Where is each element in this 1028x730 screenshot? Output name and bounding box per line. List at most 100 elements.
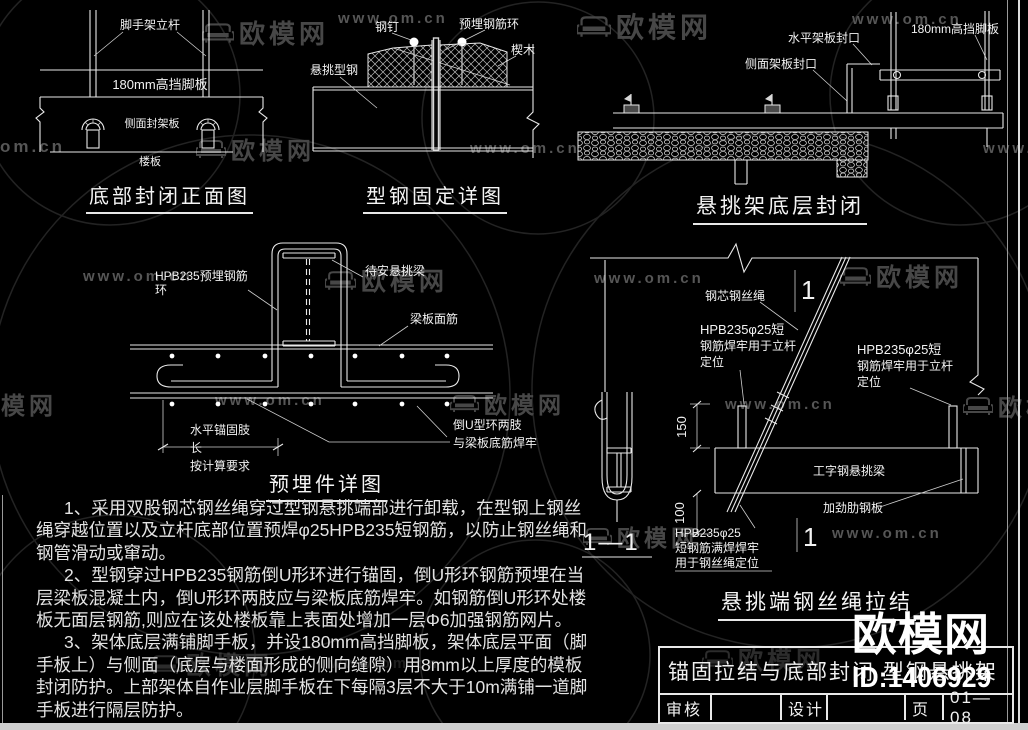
concrete-wedge-right [439,42,508,88]
section-mark: 1 [801,275,815,305]
leader-line [812,69,848,102]
title-block-row: 审核 设计 页 01—08 [660,687,1012,727]
wire-rope-loop [594,392,633,522]
design-value [828,695,906,720]
page-number: 01—08 [950,687,992,727]
wedge-split-line [392,47,511,86]
anchor-length-dimension [157,400,284,456]
bottom-rebar-label3: 用于钢丝绳定位 [675,555,759,570]
embed-loop-label: 预埋钢筋环 [459,16,519,31]
omn-logo-text: 欧模网 [0,393,57,420]
omn-logo-text: 欧模网 [231,138,315,165]
right-rebar-label2: 钢筋焊牢用于立杆 [857,358,953,373]
concrete-wedge-left [367,44,433,88]
sofa-icon [963,396,993,415]
toe-board-label: 180mm高挡脚板 [911,21,999,36]
concrete-slab [577,131,869,161]
right-rebar-label: HPB235φ25短 [857,342,941,357]
omn-logo-text: 欧模网 [484,392,565,418]
embed-loop-label: HPB235预埋钢筋 [155,268,248,283]
leader-line [759,301,799,331]
leader-line [339,76,378,109]
u-loop-weld-label: 倒U型环两肢 [453,417,522,432]
omn-logo-text: 欧模网 [738,647,826,675]
inverted-u-rebar-loop [156,242,460,388]
toe-board-label: 180mm高挡脚板 [112,77,207,92]
leader-line [675,504,772,572]
sofa-icon [702,649,733,669]
dimension-100: 100 [672,489,710,538]
positioning-rebar-left [737,405,747,449]
drawing4-title: 预埋件详图 [266,468,387,502]
right-break-line [969,258,985,396]
dim-100-text: 100 [672,502,687,524]
left-rebar-label2: 钢筋焊牢用于立杆 [700,338,796,353]
anchor-leg-label3: 按计算要求 [190,458,250,473]
omn-logo-text: 欧模网 [876,264,964,292]
bottom-rebar-label: HPB235φ25 [675,526,741,540]
section-mark: 1 [803,522,817,552]
steel-beam-label: 悬挑型钢 [310,63,358,77]
note-paragraph-3: 3、架体底层满铺脚手板，并设180mm高挡脚板，架体底层平面（脚手板上）与侧面（… [36,632,588,720]
sofa-icon [840,266,871,286]
anchor-leg-label2: 长 [190,441,202,455]
drawing-bottom-closure-front: 脚手架立杆 180mm高挡脚板 侧面封架板 楼板 [35,10,268,168]
omn-url-watermark: www.om.cn [215,392,325,409]
note-paragraph-1: 1、采用双股钢芯钢丝绳穿过型钢悬挑端部进行卸载，在型钢上钢丝绳穿越位置以及立杆底… [36,498,587,563]
scaffold-posts [89,10,210,97]
positioning-rebar-right [948,405,958,449]
omn-logo-watermark: 欧模网 [577,6,712,46]
drawing-bottom-layer-closure: 水平架板封口 180mm高挡脚板 侧面架板封口 [577,11,1004,185]
drawing2-title: 型钢固定详图 [363,180,507,214]
left-rebar-label: HPB235φ25短 [700,322,784,337]
floor-label: 楼板 [139,154,161,168]
slab-rebar [130,344,493,407]
scaffold-platform [613,112,1004,147]
leader-line [93,31,207,57]
omn-logo-text: 欧模网 [361,268,449,296]
omn-logo-watermark: 欧模网 [450,386,565,420]
frame-line-left [2,495,3,723]
diagonal-wire-rope [726,256,851,513]
omn-logo-text: 欧模网 [617,525,698,551]
arched-opening [81,118,105,149]
drawing-steel-fixing-detail: 钢钉 预埋钢筋环 楔木 悬挑型钢 [310,16,540,158]
review-label: 审核 [660,695,712,720]
wall-edge-right [258,97,268,152]
drawing-sheet-title: 锚固拉结与底部封闭 型钢悬挑架 [660,648,1012,695]
omn-logo-text: 欧模网 [998,395,1028,422]
sofa-icon [577,15,611,37]
beam-end-section [606,447,632,493]
frame-line-inner-right [1007,0,1008,723]
drawing-wire-rope-tie: 1 钢芯钢丝绳 HPB235φ25短 钢筋焊牢用于立杆 定位 HPB235φ25… [582,242,985,572]
leader-line [378,325,409,347]
drawing3-title: 悬挑架底层封闭 [693,190,867,225]
omn-logo-watermark: 欧模网 [202,14,329,51]
drawing-embedded-part-detail: HPB235预埋钢筋 环 待安悬挑梁 梁板面筋 水平锚固肢 长 按计算要求 倒U… [130,242,537,473]
nail-label: 钢钉 [375,20,399,34]
leader-line [247,289,278,311]
omn-logo-watermark: 欧模网 [196,131,315,166]
leader-line [246,398,450,443]
top-rebar-label: 梁板面筋 [410,311,458,326]
omn-url-watermark: www. [983,140,1028,157]
right-rebar-label3: 定位 [857,374,881,389]
page-label: 页 [906,695,944,720]
horizontal-closure-label: 水平架板封口 [788,31,860,45]
leader-line [739,369,745,405]
omn-logo-watermark: 欧模网 [840,258,963,294]
frame-line-outer-right [1018,0,1020,723]
section-label-1-1: 1—1 [583,529,640,556]
wire-rope-label: 钢芯钢丝绳 [705,289,765,303]
omn-big-logo-text: 欧模网 [852,609,991,660]
omn-logo-watermark: 欧模网 [0,386,57,421]
dimension-150: 150 [674,400,710,453]
post-base-plate [623,94,781,114]
anchor-leg-label: 水平锚固肢 [190,422,250,437]
guard-board [879,69,1001,81]
cantilever-i-beam [714,447,979,494]
omn-logo-watermark: 欧模网 [963,388,1028,423]
scaffold-posts [887,11,993,111]
leader-line [909,387,952,406]
